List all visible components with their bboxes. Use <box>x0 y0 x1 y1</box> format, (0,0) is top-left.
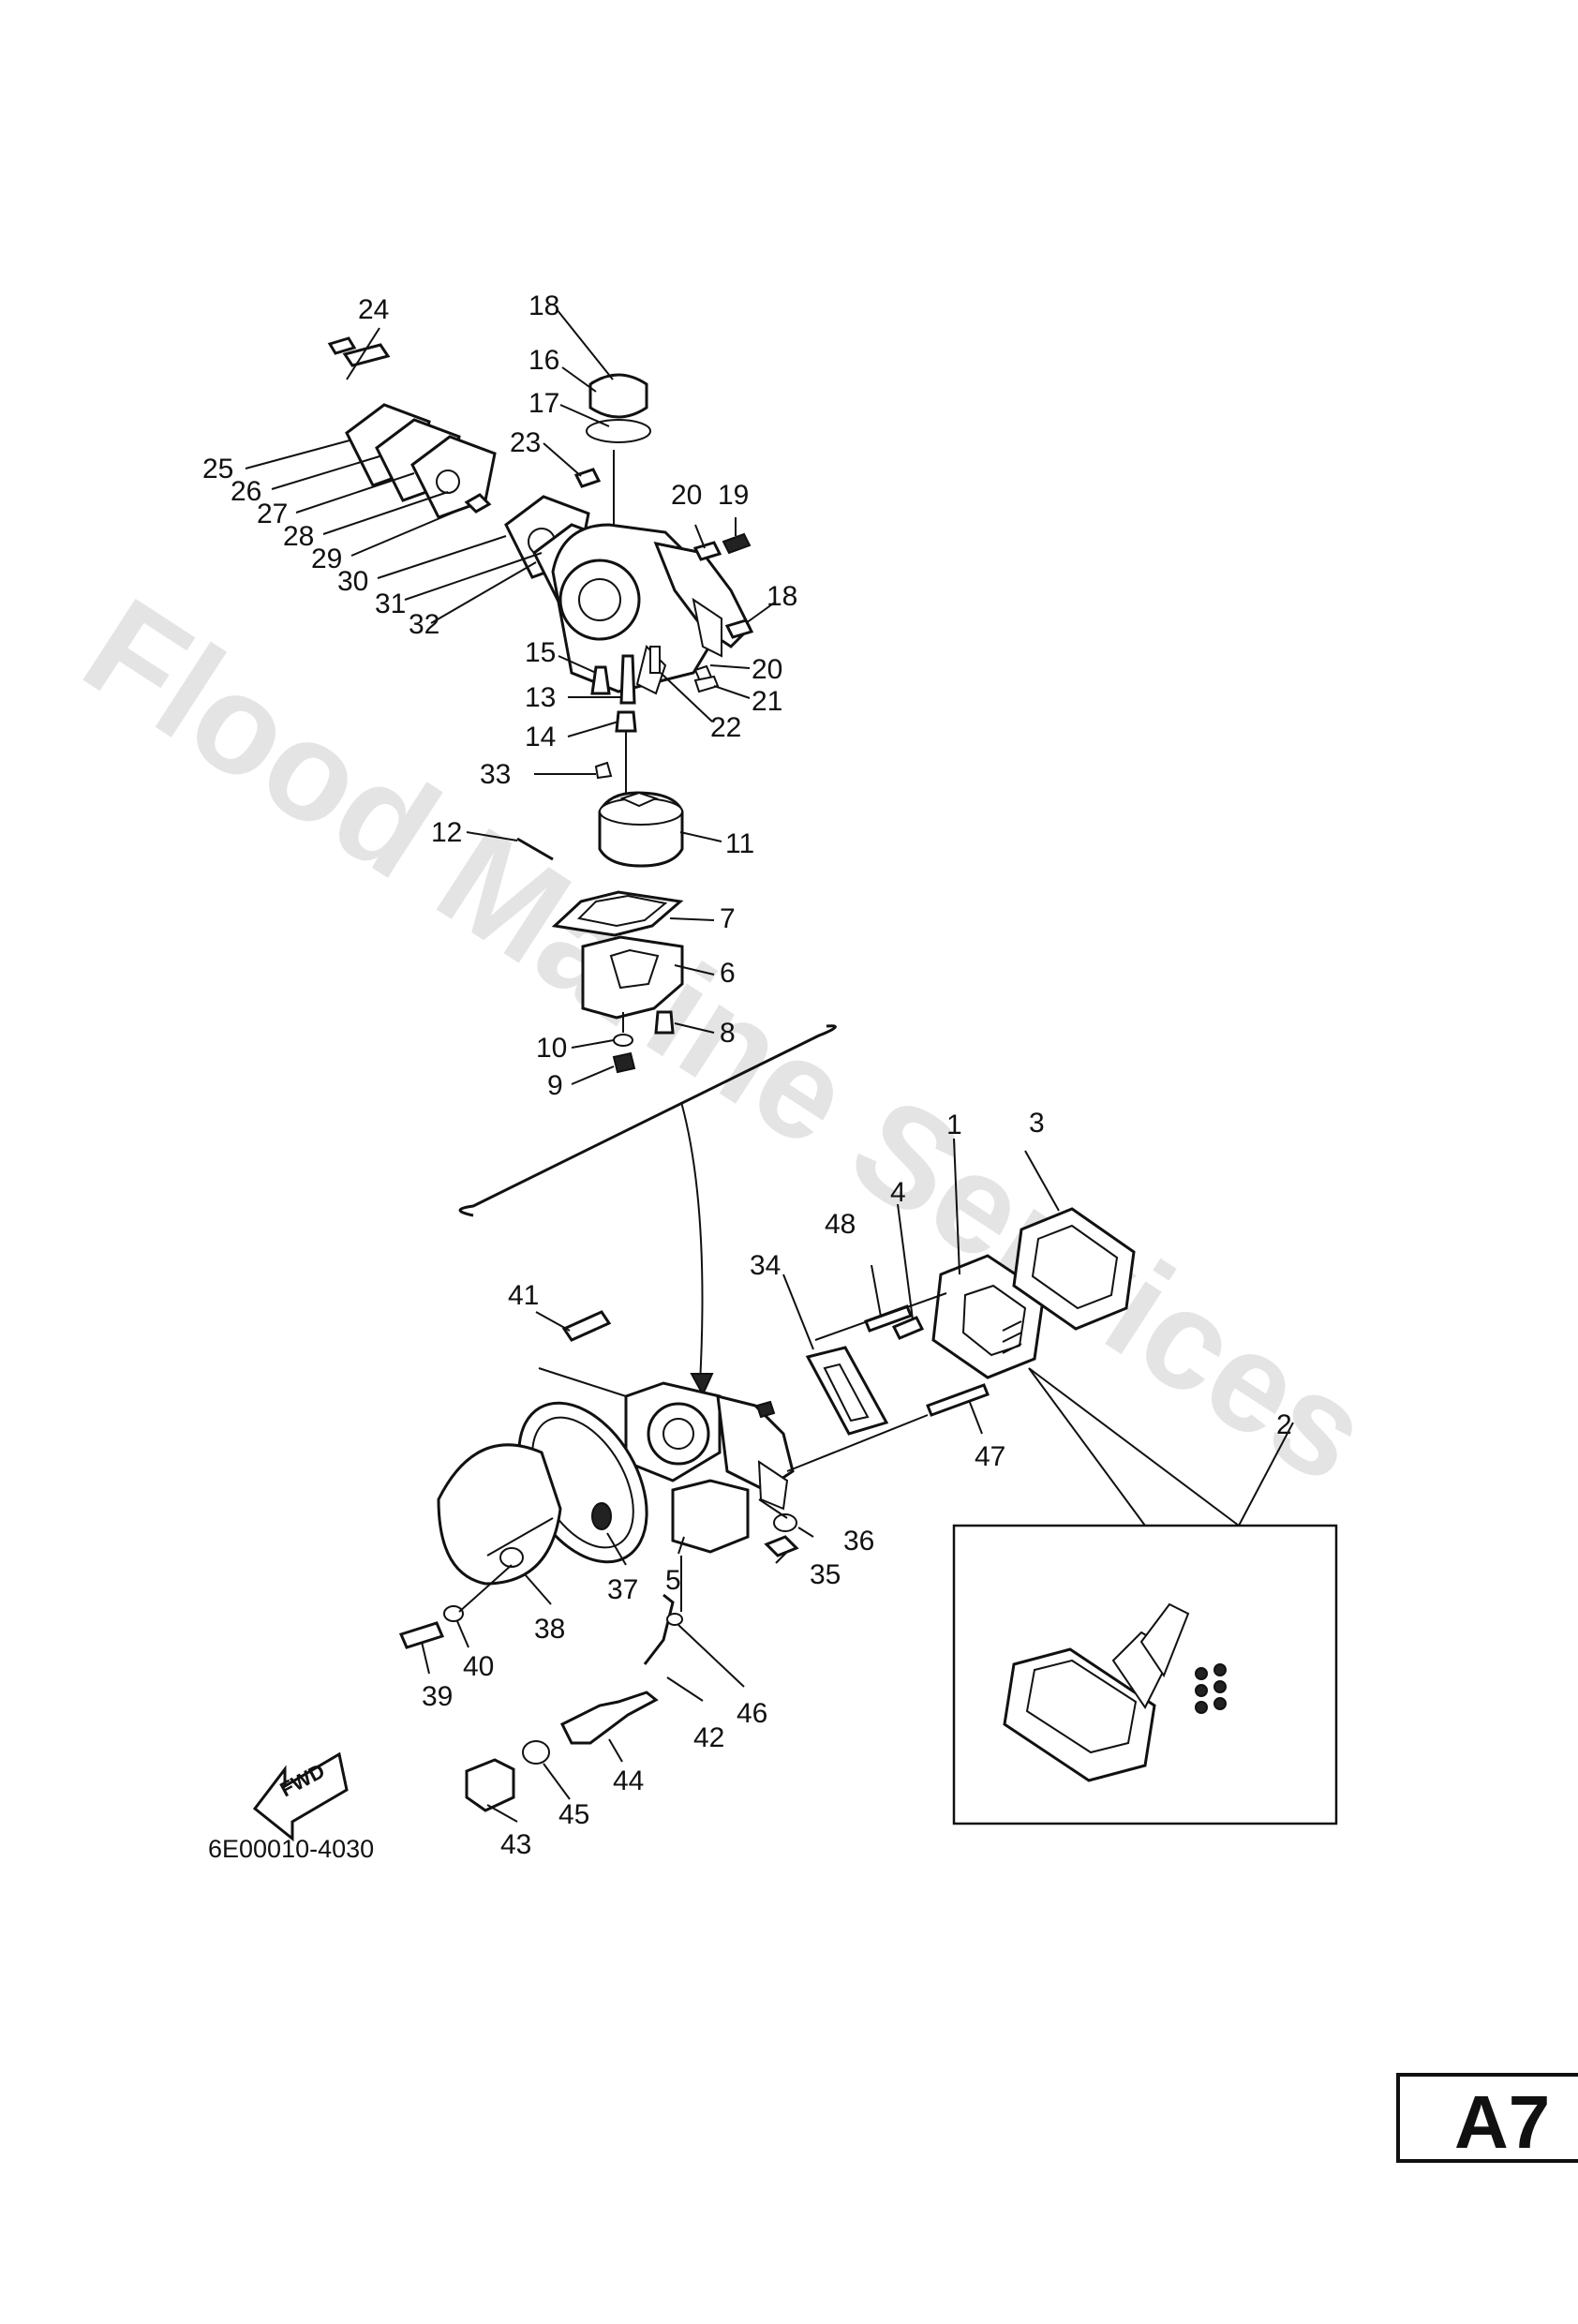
callout-40: 40 <box>463 1651 494 1682</box>
assembly-bracket <box>458 1024 837 1217</box>
callout-30: 30 <box>337 566 368 597</box>
callout-13: 13 <box>525 682 556 713</box>
callout-23: 23 <box>510 427 541 458</box>
top-cover <box>586 373 651 525</box>
callout-5: 5 <box>665 1565 681 1596</box>
callout-34: 34 <box>750 1250 781 1281</box>
callout-31: 31 <box>375 588 406 619</box>
callout-37: 37 <box>607 1574 638 1605</box>
callout-10: 10 <box>536 1033 567 1064</box>
callout-15: 15 <box>525 637 556 668</box>
callout-6: 6 <box>720 958 736 989</box>
callout-28: 28 <box>283 521 314 552</box>
callout-39: 39 <box>422 1681 453 1712</box>
knob-43 <box>465 1758 515 1812</box>
lever-44 <box>559 1691 659 1745</box>
carburetor-assembled <box>624 1381 795 1554</box>
callout-20-upper: 20 <box>671 480 702 511</box>
screw-19 <box>722 532 752 555</box>
callout-18-top: 18 <box>528 290 559 321</box>
callout-35: 35 <box>810 1559 841 1590</box>
silencer-38 <box>437 1443 562 1586</box>
leader-lines-lower <box>421 1138 1060 1823</box>
callout-38: 38 <box>534 1614 565 1645</box>
page-label: A7 <box>1454 2080 1550 2164</box>
carburetor-body-upper <box>551 523 752 695</box>
link-rod-42 <box>643 1593 675 1665</box>
reed-valve-inset <box>952 1367 1338 1825</box>
jet-14 <box>615 710 637 733</box>
page-label-box: A7 <box>1396 2073 1578 2164</box>
washer-45 <box>522 1740 550 1765</box>
callout-7: 7 <box>720 903 736 934</box>
callout-9: 9 <box>547 1070 563 1101</box>
fwd-arrow-icon: FWD <box>252 1751 349 1842</box>
callout-27: 27 <box>257 499 288 529</box>
nut-35 <box>764 1535 799 1557</box>
callout-4: 4 <box>890 1177 906 1208</box>
screw-23 <box>573 468 602 488</box>
screw-18-side <box>724 618 754 639</box>
callout-12: 12 <box>431 817 462 848</box>
bolt-4 <box>891 1316 925 1340</box>
callout-18-side: 18 <box>767 581 797 612</box>
callout-24: 24 <box>358 294 389 325</box>
callout-44: 44 <box>613 1765 644 1796</box>
washer-10 <box>613 1034 633 1047</box>
callout-14: 14 <box>525 722 556 752</box>
callout-1: 1 <box>946 1110 962 1140</box>
callout-21: 21 <box>752 686 782 717</box>
float-bowl <box>551 890 684 1020</box>
callout-29: 29 <box>311 544 342 574</box>
screw-20-upper <box>692 541 722 561</box>
screw-41 <box>561 1310 612 1342</box>
callout-labels: 24 18 16 17 23 20 19 18 20 21 22 15 13 1… <box>202 290 1292 1860</box>
washer-21 <box>693 675 720 693</box>
callout-48: 48 <box>825 1209 856 1240</box>
callout-47: 47 <box>975 1441 1005 1472</box>
clip-46 <box>666 1613 683 1626</box>
jet-22 <box>649 646 661 674</box>
assembly-arrow-line <box>680 1101 704 1384</box>
callout-17: 17 <box>528 388 559 419</box>
callout-42: 42 <box>693 1722 724 1753</box>
pin-12 <box>516 837 554 861</box>
callout-43: 43 <box>500 1829 531 1860</box>
callout-26: 26 <box>231 476 261 507</box>
screw-8 <box>654 1010 675 1035</box>
float-11 <box>598 791 684 868</box>
screw-9 <box>612 1051 636 1074</box>
diagram-code: 6E00010-4030 <box>208 1835 374 1863</box>
callout-41: 41 <box>508 1280 539 1311</box>
callout-20-lower: 20 <box>752 654 782 685</box>
callout-45: 45 <box>558 1799 589 1830</box>
needle-15 <box>590 665 611 695</box>
callout-16: 16 <box>528 345 559 376</box>
callout-11: 11 <box>725 828 754 859</box>
callout-25: 25 <box>202 454 233 484</box>
screw-39 <box>398 1621 445 1649</box>
callout-32: 32 <box>409 609 439 640</box>
callout-2: 2 <box>1276 1409 1292 1440</box>
callout-22: 22 <box>710 712 741 743</box>
callout-8: 8 <box>720 1018 736 1049</box>
callout-36: 36 <box>843 1526 874 1557</box>
callout-33: 33 <box>480 759 511 790</box>
callout-3: 3 <box>1029 1108 1045 1139</box>
callout-46: 46 <box>737 1698 767 1729</box>
washer-36 <box>773 1513 797 1532</box>
leader-lines-upper <box>245 308 777 1085</box>
lower-assembly <box>398 1207 1136 1812</box>
clip-33 <box>594 761 613 780</box>
washer-40 <box>443 1605 464 1622</box>
callout-19: 19 <box>718 480 749 511</box>
stud-47 <box>926 1383 990 1417</box>
jet-13 <box>619 654 636 705</box>
assembly-arrow-head <box>690 1373 714 1397</box>
